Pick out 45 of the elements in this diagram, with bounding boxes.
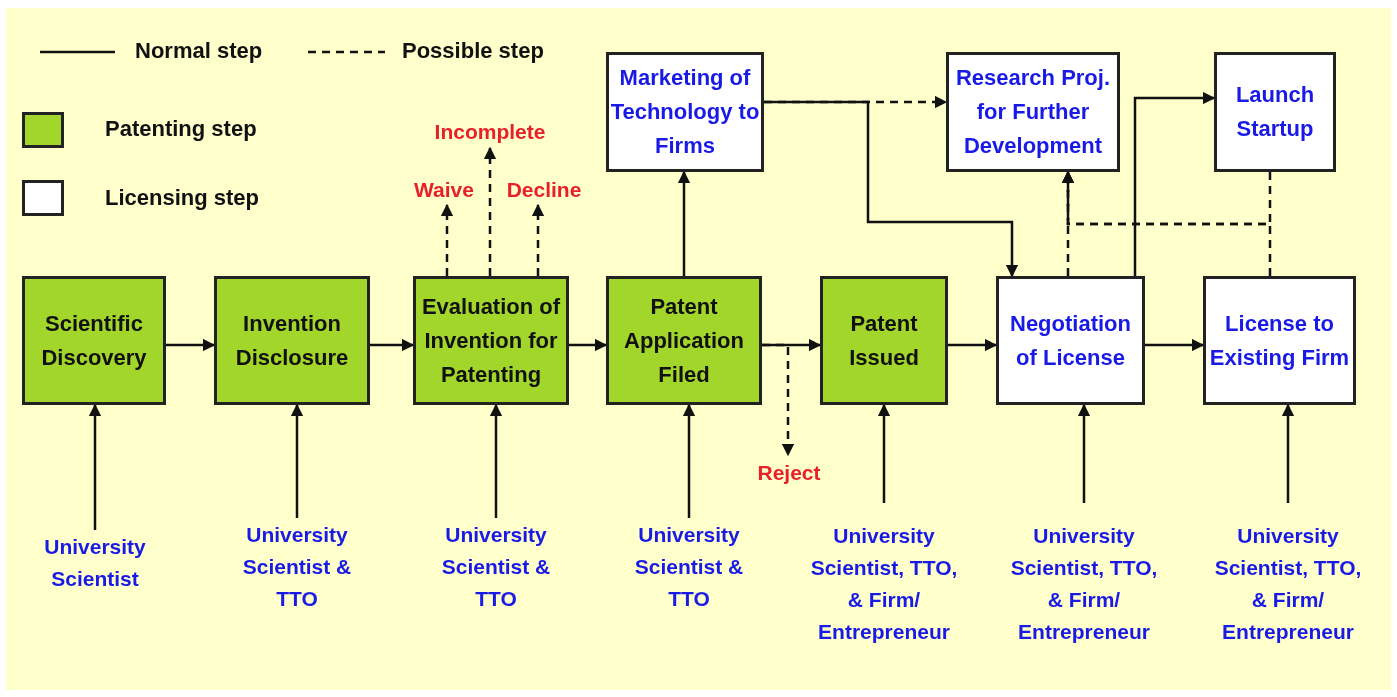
actor-label: University Scientist, TTO, & Firm/ Entrepreneur <box>806 503 962 665</box>
arrow <box>489 403 503 518</box>
actor-label: University Scientist, TTO, & Firm/ Entrepreneur <box>1006 503 1162 665</box>
legend-label: Licensing step <box>105 185 260 211</box>
licensing-step-box: Negotiation of License <box>996 276 1145 405</box>
licensing-step-box: Marketing of Technology to Firms <box>606 52 764 172</box>
actor-label: University Scientist & TTO <box>614 518 764 616</box>
arrow <box>483 146 497 276</box>
arrow <box>877 403 891 503</box>
arrow <box>370 338 415 352</box>
licensing-step-box: Launch Startup <box>1214 52 1336 172</box>
licensing-step-box: Research Proj. for Further Development <box>946 52 1120 172</box>
arrow <box>682 403 696 518</box>
arrow <box>1145 338 1205 352</box>
arrow <box>764 100 1019 278</box>
arrow <box>762 343 795 457</box>
actor-label: University Scientist & TTO <box>421 518 571 616</box>
outcome-label: Decline <box>498 176 590 203</box>
arrow <box>677 170 691 276</box>
arrow <box>569 338 608 352</box>
outcome-label: Reject <box>750 459 828 486</box>
outcome-label: Incomplete <box>420 118 560 146</box>
arrow <box>1077 403 1091 503</box>
actor-label: University Scientist & TTO <box>222 518 372 616</box>
arrow <box>166 338 216 352</box>
patenting-step-box: Patent Issued <box>820 276 948 405</box>
patenting-step-box: Scientific Discovery <box>22 276 166 405</box>
arrow <box>948 338 998 352</box>
patenting-step-box: Patent Application Filed <box>606 276 762 405</box>
arrow <box>1133 91 1216 276</box>
licensing-step-box: License to Existing Firm <box>1203 276 1356 405</box>
arrow <box>88 403 102 530</box>
patenting-step-box: Evaluation of Invention for Patenting <box>413 276 569 405</box>
legend-label: Normal step <box>135 38 263 64</box>
arrow <box>531 203 545 276</box>
legend-label: Possible step <box>402 38 544 64</box>
actor-label: University Scientist, TTO, & Firm/ Entrepreneur <box>1210 503 1366 665</box>
actor-label: University Scientist <box>22 530 168 596</box>
legend-label: Patenting step <box>105 116 257 142</box>
arrow <box>290 403 304 518</box>
arrow <box>1061 170 1272 276</box>
arrow <box>1281 403 1295 503</box>
outcome-label: Waive <box>404 176 484 203</box>
patenting-step-box: Invention Disclosure <box>214 276 370 405</box>
arrow <box>440 203 454 276</box>
